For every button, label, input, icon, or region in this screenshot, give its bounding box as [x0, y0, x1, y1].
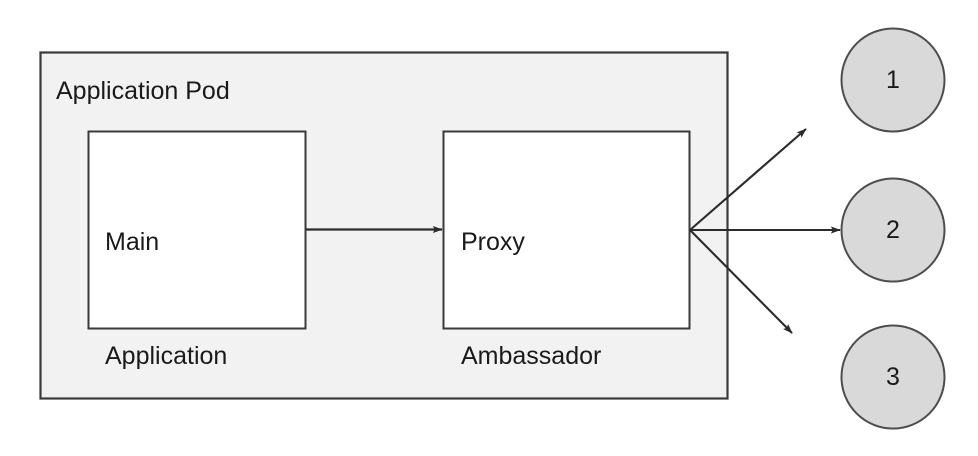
external-service-2-circle — [840, 177, 946, 283]
main-application-container-box — [87, 130, 307, 330]
connector-proxy-to-service-1 — [689, 128, 807, 231]
connector-proxy-to-service-3 — [689, 229, 793, 334]
external-service-3-label: 3 — [886, 363, 900, 391]
external-service-2-label: 2 — [886, 216, 900, 244]
external-service-1-label: 1 — [886, 66, 900, 94]
external-service-3-circle — [840, 324, 946, 430]
proxy-ambassador-label-line-1: Proxy — [461, 228, 525, 256]
application-pod-label: Application Pod — [56, 77, 230, 105]
main-application-container-label-line-1: Main — [105, 228, 160, 256]
proxy-ambassador-label: Proxy Ambassador — [461, 147, 601, 451]
main-application-container-label: Main Application Container — [105, 147, 227, 456]
proxy-ambassador-label-line-2: Ambassador — [461, 342, 602, 370]
main-application-container-label-line-2: Application — [105, 342, 228, 370]
proxy-ambassador-box — [442, 130, 691, 330]
external-service-1-circle — [840, 27, 946, 133]
main-application-container-label-line-3: Container — [105, 451, 227, 456]
